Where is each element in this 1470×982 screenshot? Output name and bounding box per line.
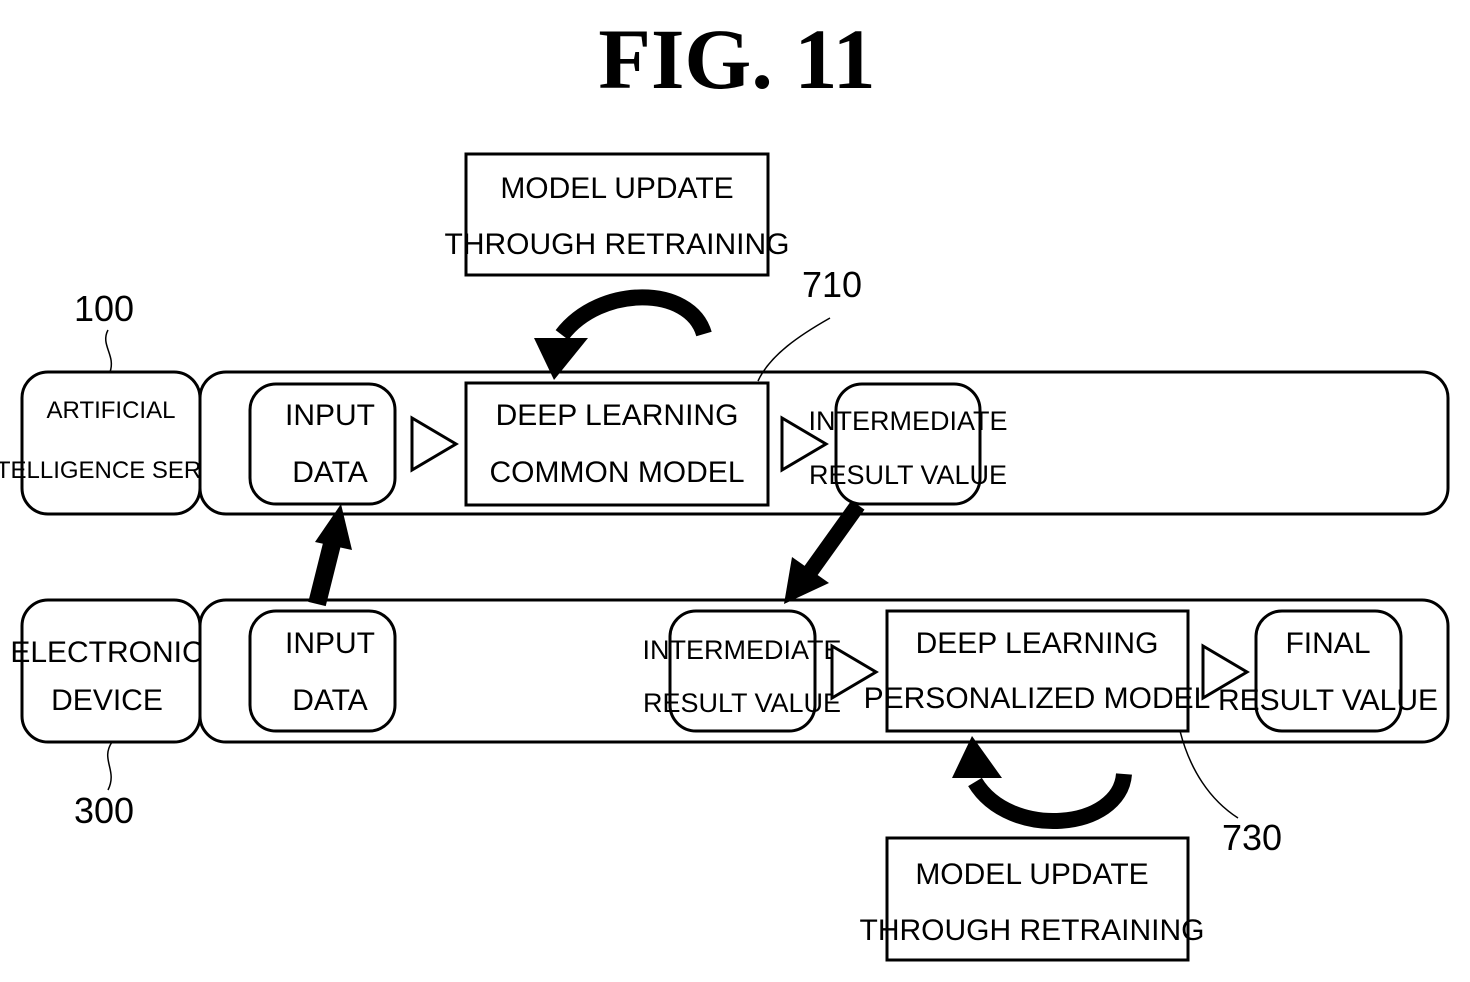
ref-730: 730 [1222,817,1282,858]
retrain-curve-arrow [975,774,1124,821]
device-input-line2: DATA [292,684,368,717]
personalized-model-line2: PERSONALIZED MODEL [864,682,1211,715]
ref-100-leader [106,330,112,372]
device-update-line2: THROUGH RETRAINING [860,914,1205,947]
device-input-line1: INPUT [285,627,375,660]
ref-710: 710 [802,264,862,305]
device-intermediate-line1: INTERMEDIATE [642,635,841,665]
ref-300-leader [108,742,112,790]
retrain-curve-arrow [562,297,704,335]
server-label-line1: ARTIFICIAL [47,397,176,424]
device-label-box [22,600,200,742]
ref-730-leader [1180,731,1238,818]
final-result-line2: RESULT VALUE [1218,684,1438,717]
server-label-box [22,372,200,514]
upload-arrow-shaft [317,540,333,604]
ref-300: 300 [74,790,134,831]
final-result-line1: FINAL [1285,627,1370,660]
personalized-model-line1: DEEP LEARNING [916,627,1159,660]
figure-title: FIG. 11 [598,11,875,107]
device-label-line2: DEVICE [51,684,163,717]
server-input-line1: INPUT [285,399,375,432]
server-input-line2: DATA [292,456,368,489]
device-label-line1: ELECTRONIC [10,636,203,669]
server-intermediate-line2: RESULT VALUE [809,460,1007,490]
device-intermediate-line2: RESULT VALUE [643,688,841,718]
common-model-line1: DEEP LEARNING [496,399,739,432]
ref-100: 100 [74,288,134,329]
server-update-line2: THROUGH RETRAINING [445,228,790,261]
server-intermediate-line1: INTERMEDIATE [808,406,1007,436]
common-model-line2: COMMON MODEL [490,456,745,489]
device-update-line1: MODEL UPDATE [915,858,1148,891]
server-update-line1: MODEL UPDATE [500,172,733,205]
